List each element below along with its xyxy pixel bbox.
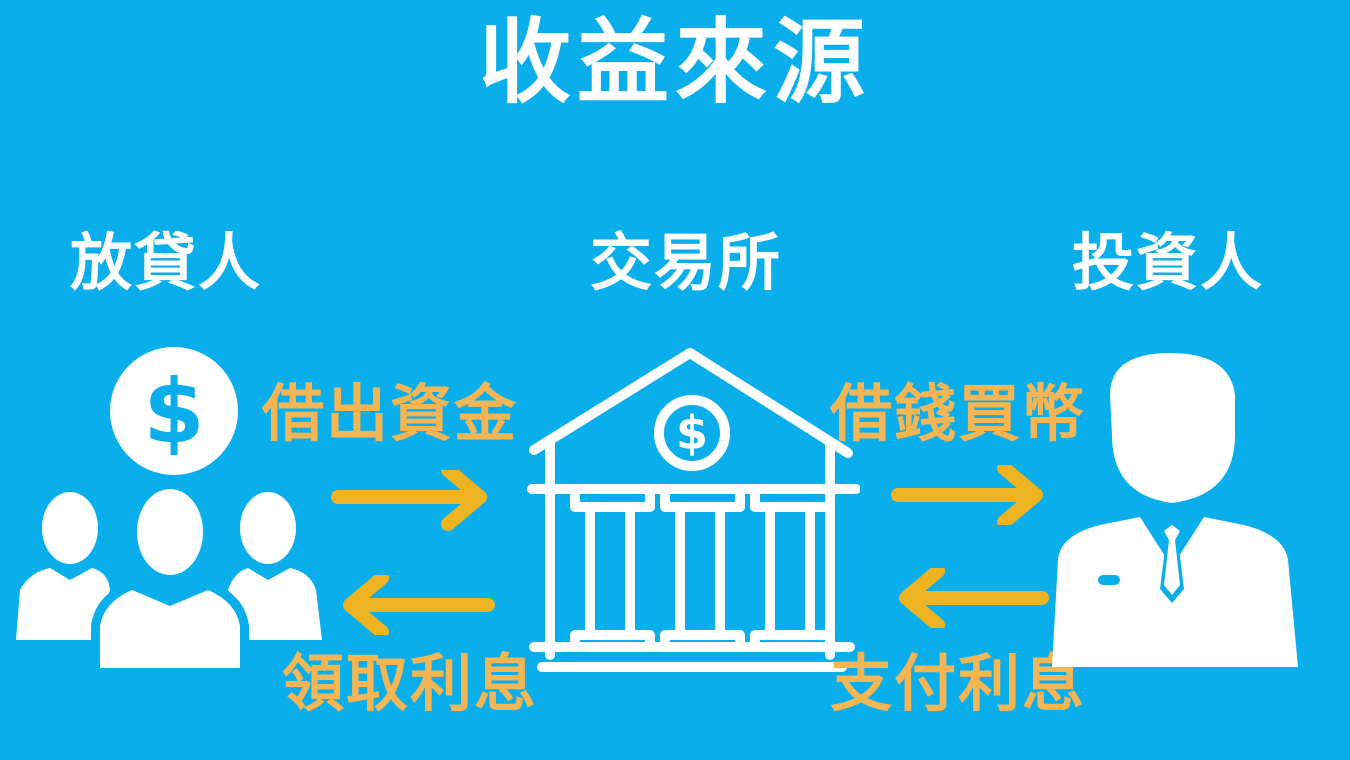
businessman-icon [1052,353,1298,667]
arrow-right-icon [331,470,487,531]
arrow-left-icon [343,575,495,635]
bank-icon: $ [527,348,860,672]
exchange-label: 交易所 [590,226,783,299]
pay-interest-label: 支付利息 [830,647,1087,720]
borrow-buy-coins-label: 借錢買幣 [830,377,1087,450]
arrow-left-icon [899,568,1049,628]
receive-interest-label: 領取利息 [282,647,539,720]
page-title: 收益來源 [478,9,871,116]
lender-label: 放貸人 [70,226,263,299]
svg-text:$: $ [143,360,204,463]
investor-label: 投資人 [1072,226,1265,299]
lend-funds-label: 借出資金 [262,377,519,450]
arrow-right-icon [891,465,1043,525]
svg-text:$: $ [676,406,708,460]
group-with-dollar-icon: $ [16,347,322,675]
